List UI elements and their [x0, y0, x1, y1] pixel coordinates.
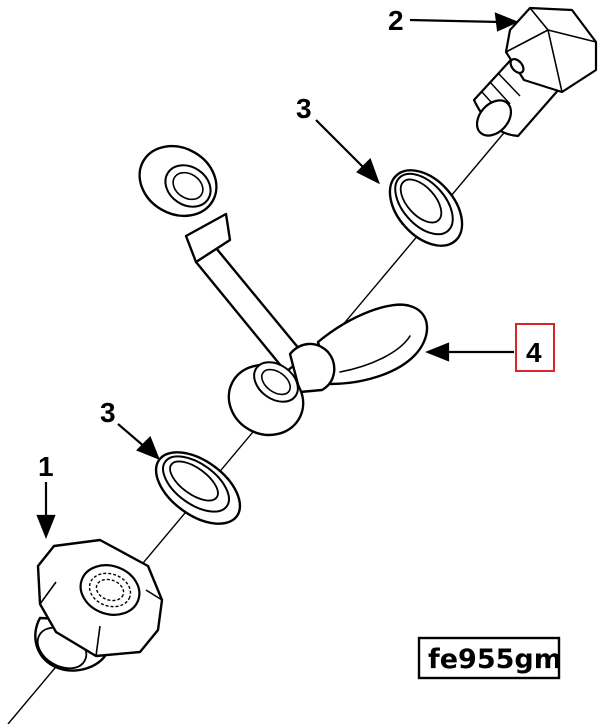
callout-4: 4: [526, 337, 542, 368]
callout-3-lower: 3: [100, 397, 116, 428]
sealing-washer-lower: [154, 451, 242, 525]
hex-adapter: [34, 538, 164, 672]
callout-4-highlight-box: [515, 323, 555, 372]
reference-code-box: [417, 636, 561, 680]
banjo-fuel-line: [138, 144, 429, 437]
callout-3-upper: 3: [296, 93, 312, 124]
callout-2: 2: [388, 5, 404, 36]
callout-arrows: [36, 12, 519, 539]
sealing-washer-upper: [388, 169, 464, 247]
banjo-bolt: [472, 6, 598, 138]
reference-code: fe955gm: [428, 644, 562, 675]
callout-1: 1: [38, 451, 54, 482]
